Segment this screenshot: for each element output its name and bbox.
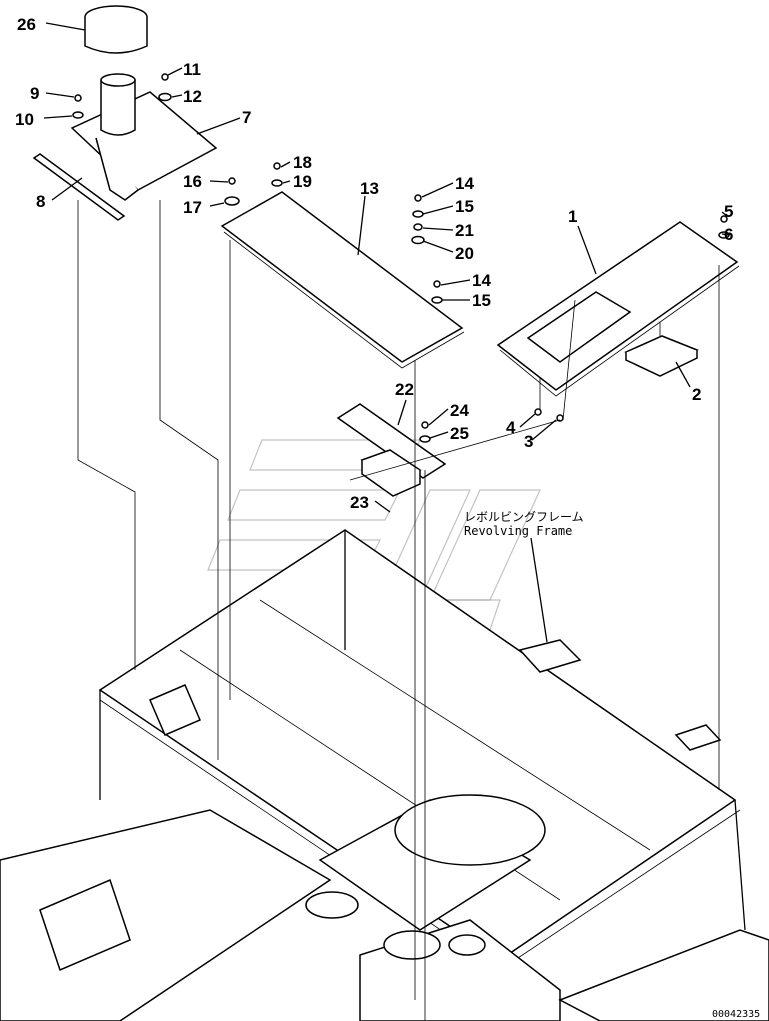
callout-20: 20 — [455, 244, 474, 263]
callout-4: 4 — [506, 418, 516, 437]
strip-8 — [32, 153, 126, 221]
callout-12: 12 — [183, 87, 202, 106]
callout-15-a: 15 — [455, 197, 474, 216]
callout-labels: 26 11 12 9 10 7 8 16 17 18 19 13 14 15 2… — [15, 15, 733, 512]
pad-2 — [624, 335, 699, 377]
callout-18: 18 — [293, 153, 312, 172]
callout-13: 13 — [360, 179, 379, 198]
callout-14-a: 14 — [455, 174, 474, 193]
block-23 — [360, 449, 422, 497]
callout-10: 10 — [15, 110, 34, 129]
callout-25: 25 — [450, 424, 469, 443]
callout-19: 19 — [293, 172, 312, 191]
callout-2: 2 — [692, 385, 701, 404]
frame-label-en: Revolving Frame — [464, 524, 572, 538]
callout-26: 26 — [17, 15, 36, 34]
callout-9: 9 — [30, 84, 39, 103]
callout-22: 22 — [395, 380, 414, 399]
bracket-7 — [70, 73, 218, 201]
callout-16: 16 — [183, 172, 202, 191]
callout-23: 23 — [350, 493, 369, 512]
cap-26 — [84, 5, 148, 54]
callout-24: 24 — [450, 401, 469, 420]
assembly-guide-lines — [77, 200, 720, 1021]
revolving-frame-label: レボルビングフレーム Revolving Frame — [464, 510, 584, 538]
callout-3: 3 — [524, 432, 533, 451]
floor-plate-13 — [220, 191, 465, 369]
callout-6: 6 — [724, 225, 733, 244]
callout-7: 7 — [242, 108, 251, 127]
callout-1: 1 — [568, 207, 577, 226]
revolving-frame — [0, 529, 769, 1021]
hardware-parts — [72, 73, 730, 443]
leader-lines — [43, 22, 730, 643]
callout-15-b: 15 — [472, 291, 491, 310]
drawing-code: 00042335 — [712, 1009, 760, 1020]
floor-plate-1 — [496, 221, 740, 397]
callout-21: 21 — [455, 221, 474, 240]
callout-11: 11 — [183, 60, 201, 79]
callout-17: 17 — [183, 198, 202, 217]
callout-14-b: 14 — [472, 271, 491, 290]
callout-5: 5 — [724, 202, 733, 221]
callout-8: 8 — [36, 192, 45, 211]
frame-label-jp: レボルビングフレーム — [464, 510, 584, 524]
